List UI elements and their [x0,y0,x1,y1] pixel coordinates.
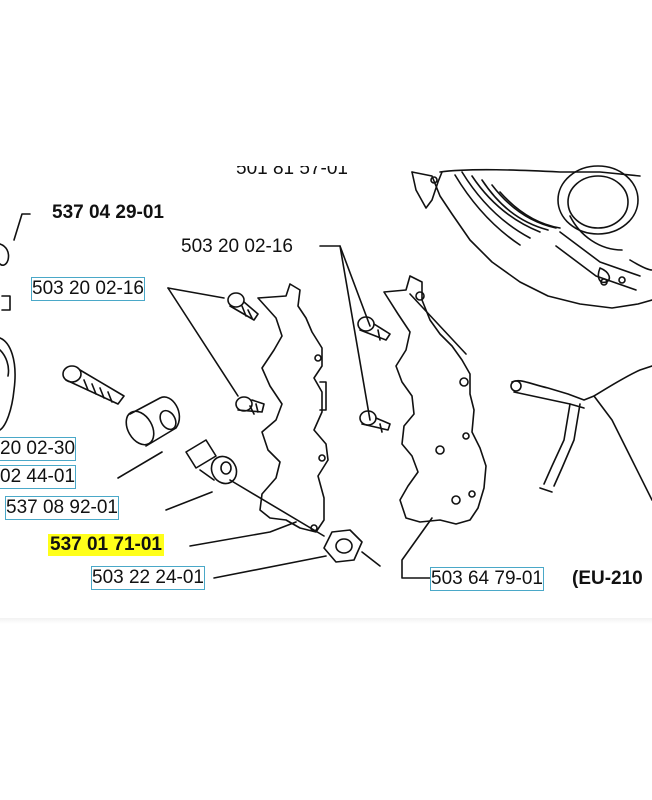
part-label-537-08-92-01: 537 08 92-01 [5,496,119,520]
model-note-eu: (EU-210 [572,568,643,589]
nut [323,529,381,567]
part-label-503-22-24-01: 503 22 24-01 [91,566,205,590]
part-label-02-44-01: 02 44-01 [0,465,77,489]
part-label-501-81-57-01: 501 81 57-01 [236,158,348,180]
screw-small-3 [357,316,391,341]
left-partial-part [0,243,16,431]
screw-small-2 [235,396,265,415]
image-bottom-edge [0,618,652,624]
cylinder-housing [411,165,652,309]
guard-plate-right [383,275,487,525]
guard-plate-left [257,283,329,533]
part-label-503-20-02-16-left: 503 20 02-16 [31,277,145,301]
part-label-20-02-30: 20 02-30 [0,437,77,461]
part-label-537-01-71-01-highlighted: 537 01 71-01 [48,534,164,556]
spacer-sleeve [125,396,181,447]
screw-small-1 [227,292,259,321]
control-rod [510,365,652,501]
stepped-pin [185,439,238,485]
long-bolt [62,365,125,405]
part-label-503-64-79-01: 503 64 79-01 [430,567,544,591]
part-label-537-04-29-01: 537 04 29-01 [52,202,164,223]
part-label-503-20-02-16-upper: 503 20 02-16 [181,236,293,257]
screw-small-4 [359,410,391,433]
